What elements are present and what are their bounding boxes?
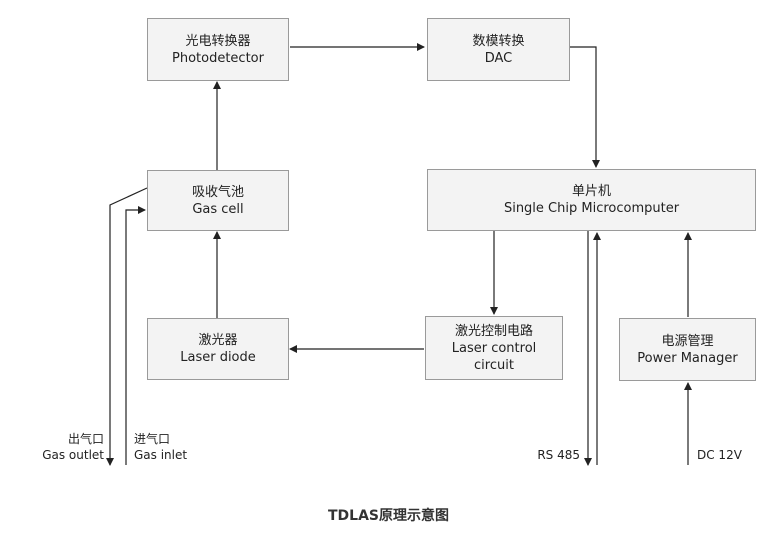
gas-cell-block: 吸收气池 Gas cell [147,170,289,231]
mcu-label-zh: 单片机 [571,184,611,199]
laser-control-label-en1: Laser control [451,340,537,356]
laser-diode-block: 激光器 Laser diode [147,318,289,380]
laser-control-label-en2: circuit [474,357,514,373]
power-manager-label-en: Power Manager [637,350,738,366]
gas-outlet-label-en: Gas outlet [42,448,104,462]
arrow-gas-outlet [106,187,148,466]
gas-inlet-label-en: Gas inlet [134,448,188,462]
arrow-dac-to-mcu [570,46,600,168]
gas-cell-label-zh: 吸收气池 [191,184,244,200]
photodetector-label-zh: 光电转换器 [185,33,251,49]
mcu-label-en: Single Chip Microcomputer [503,201,680,216]
gas-cell-label-en: Gas cell [192,201,244,217]
gas-inlet-label-zh: 进气口 [134,432,171,446]
dac-label-zh: 数模转换 [472,33,525,49]
laser-diode-label-zh: 激光器 [198,333,238,348]
photodetector-block: 光电转换器 Photodetector [147,18,289,81]
rs485-label: RS 485 [537,448,580,462]
photodetector-label-en: Photodetector [172,50,264,66]
diagram-title: TDLAS原理示意图 [327,508,449,524]
dac-label-en: DAC [484,50,513,66]
gas-outlet-label: 出气口 Gas outlet [30,431,104,463]
power-manager-label-zh: 电源管理 [661,333,714,349]
laser-control-block: 激光控制电路 Laser control circuit [425,316,563,380]
gas-inlet-label: 进气口 Gas inlet [134,431,214,463]
dac-block: 数模转换 DAC [427,18,570,81]
laser-diode-label-en: Laser diode [180,350,256,365]
dc12v-label: DC 12V [697,448,742,462]
laser-control-label-zh: 激光控制电路 [454,323,533,339]
power-manager-block: 电源管理 Power Manager [619,318,756,381]
arrow-gas-inlet [125,206,146,465]
mcu-block: 单片机 Single Chip Microcomputer [427,169,756,231]
gas-outlet-label-zh: 出气口 [67,432,104,446]
